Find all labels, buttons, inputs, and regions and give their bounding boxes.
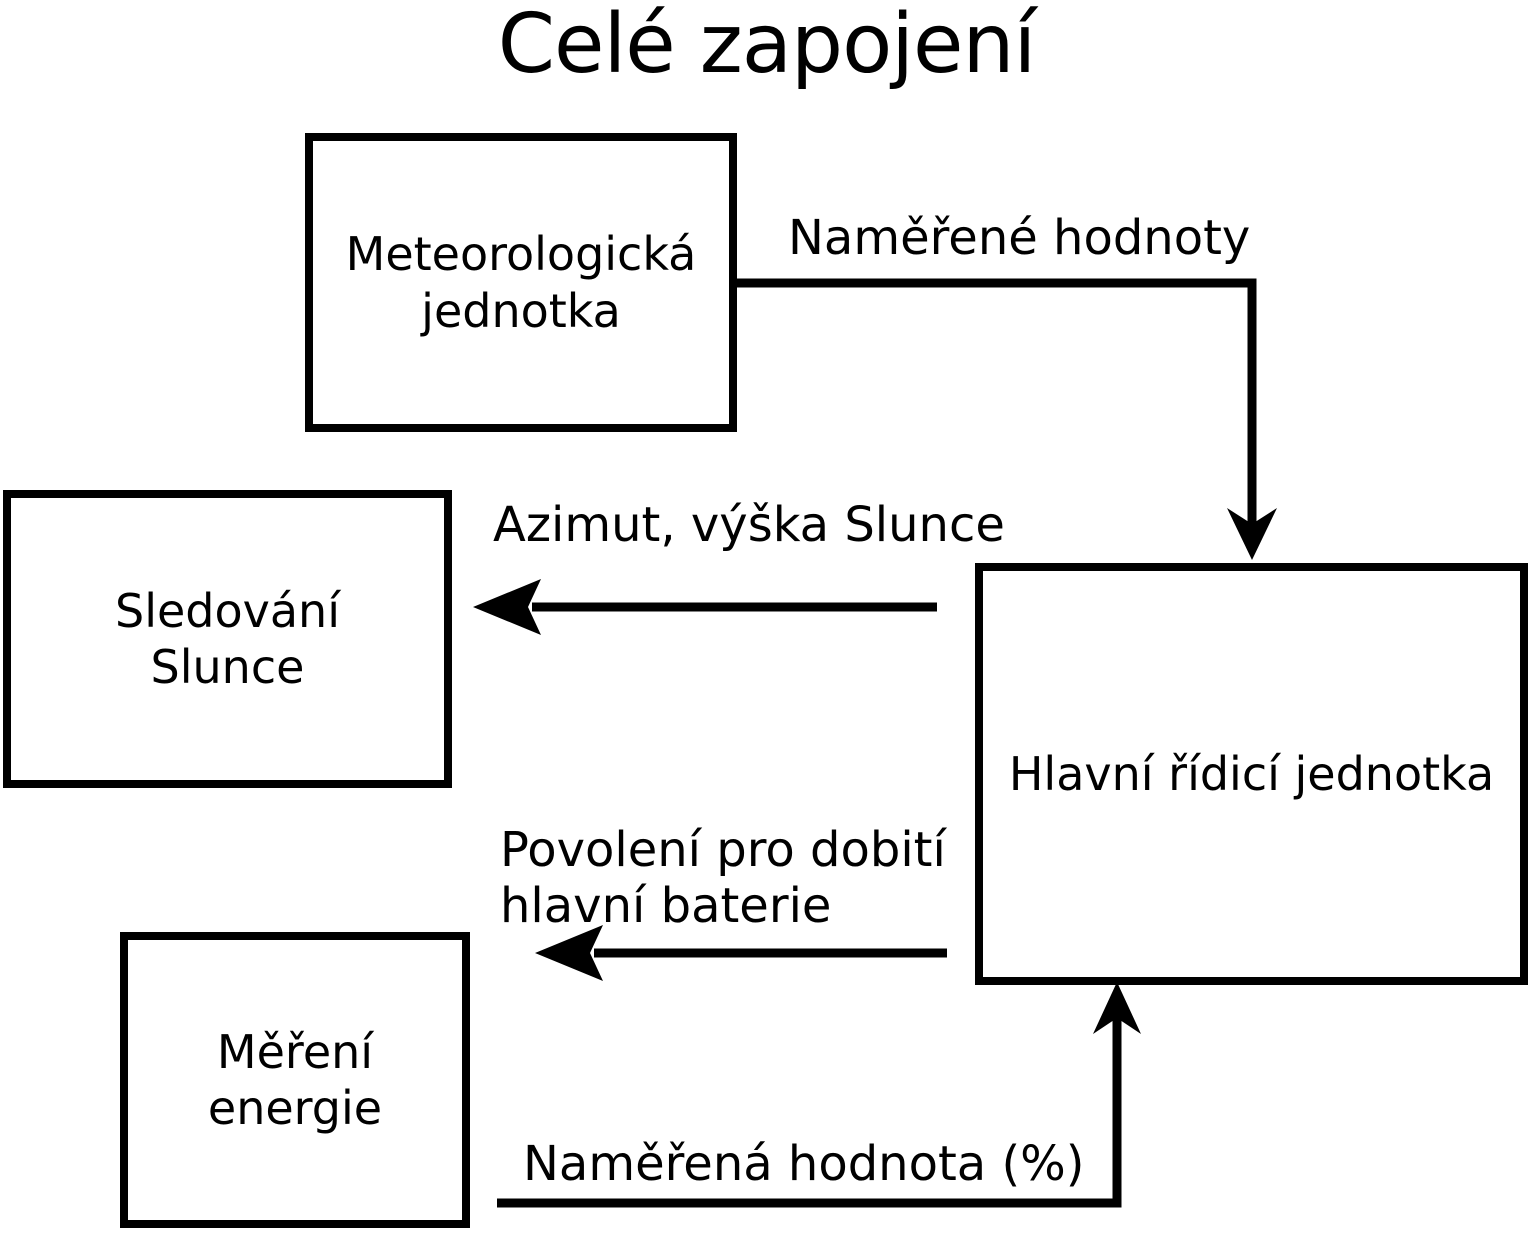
node-label: Sledování Slunce: [115, 583, 340, 694]
edge-label-povoleni: Povolení pro dobití hlavní baterie: [500, 822, 946, 935]
edge-label-azimut: Azimut, výška Slunce: [493, 497, 1005, 553]
node-label: Meteorologická jednotka: [345, 227, 697, 338]
arrowhead-up-icon: [1093, 982, 1141, 1034]
connector-elbow-line: [497, 1016, 1122, 1208]
connector-namerene-hodnoty: [737, 278, 1277, 560]
node-meteorologicka-jednotka: Meteorologická jednotka: [305, 133, 737, 432]
diagram-title: Celé zapojení: [497, 0, 1037, 92]
arrowhead-left-icon: [473, 579, 541, 635]
edge-label-namerena-hodnota: Naměřená hodnota (%): [523, 1136, 1085, 1192]
connector-namerena-hodnota: [497, 982, 1141, 1208]
node-label: Měření energie: [207, 1024, 383, 1135]
node-hlavni-ridici-jednotka: Hlavní řídicí jednotka: [975, 563, 1528, 985]
connector-elbow-line: [737, 278, 1257, 527]
arrowhead-down-icon: [1227, 508, 1277, 560]
connector-azimut: [473, 579, 937, 635]
arrowhead-left-icon: [535, 925, 603, 981]
node-mereni-energie: Měření energie: [120, 932, 470, 1228]
connector-povoleni: [535, 925, 947, 981]
edge-label-namerene-hodnoty: Naměřené hodnoty: [788, 210, 1251, 266]
node-sledovani-slunce: Sledování Slunce: [3, 490, 452, 788]
node-label: Hlavní řídicí jednotka: [1008, 746, 1495, 801]
